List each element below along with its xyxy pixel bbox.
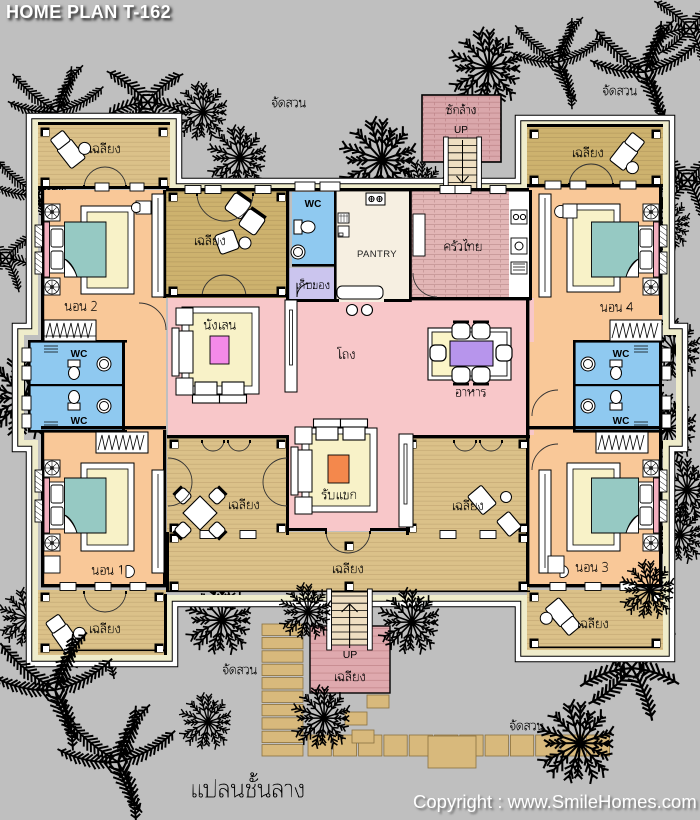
svg-text:WC: WC	[613, 416, 630, 427]
svg-text:UP: UP	[454, 125, 468, 136]
svg-text:WC: WC	[305, 199, 322, 210]
svg-text:WC: WC	[613, 349, 630, 360]
svg-text:PANTRY: PANTRY	[357, 249, 397, 260]
svg-text:UP: UP	[343, 649, 358, 661]
svg-text:WC: WC	[71, 349, 88, 360]
svg-text:WC: WC	[71, 416, 88, 427]
